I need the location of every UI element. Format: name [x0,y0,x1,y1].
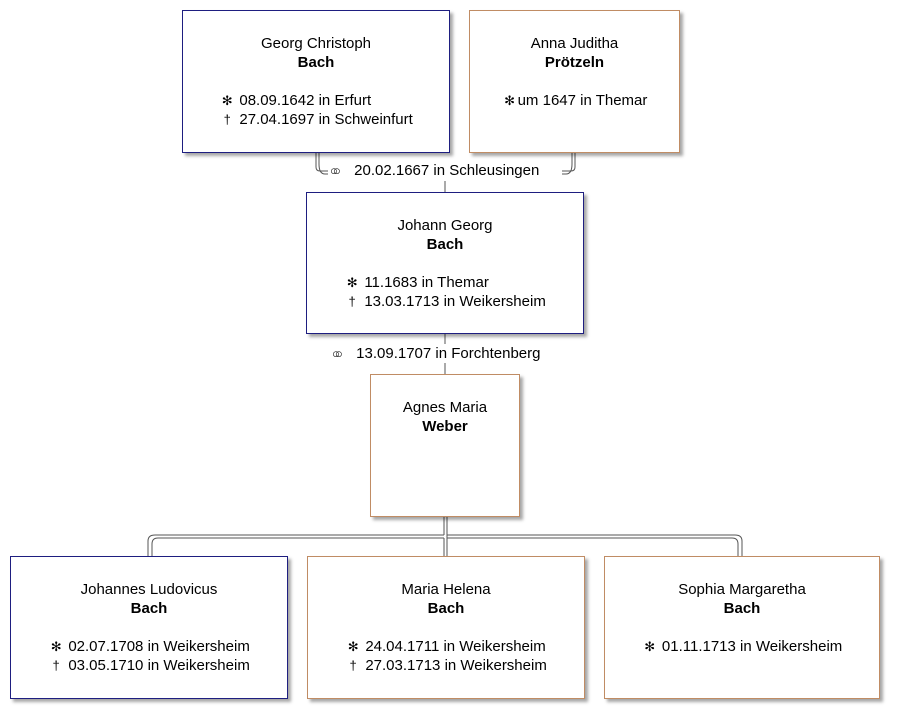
surname: Weber [422,418,468,435]
person-card-subject[interactable]: Johann Georg Bach ✻ 11.1683 in Themar † … [306,192,584,334]
person-card-child[interactable]: Johannes Ludovicus Bach ✻ 02.07.1708 in … [10,556,288,699]
surname: Bach [130,600,168,617]
birth-date: 01.11.1713 in Weikersheim [661,638,843,655]
birth-icon: ✻ [347,639,359,654]
birth-icon: ✻ [504,93,516,108]
given-name: Sophia Margaretha [678,581,806,598]
birth-date: 11.1683 in Themar [364,274,489,291]
death-date: 13.03.1713 in Weikersheim [364,293,546,310]
birth-date: um 1647 in Themar [517,92,648,109]
given-name: Johann Georg [397,217,493,234]
person-card-mother[interactable]: Anna Juditha Prötzeln ✻um 1647 in Themar [469,10,680,153]
parents-marriage: ○○ 20.02.1667 in Schleusingen [328,161,542,180]
death-date: 03.05.1710 in Weikersheim [68,657,250,674]
given-name: Johannes Ludovicus [80,581,218,598]
surname: Bach [427,600,465,617]
birth-date: 08.09.1642 in Erfurt [239,92,372,109]
marriage-date: 13.09.1707 in Forchtenberg [356,345,541,362]
given-name: Agnes Maria [402,399,488,416]
death-icon: † [349,658,357,673]
marriage-rings-icon: ○○ [332,346,343,361]
given-name: Anna Juditha [530,35,619,52]
death-icon: † [348,294,356,309]
birth-icon: ✻ [644,639,656,654]
person-card-father[interactable]: Georg Christoph Bach ✻ 08.09.1642 in Erf… [182,10,450,153]
given-name: Maria Helena [401,581,491,598]
surname: Bach [426,236,464,253]
person-card-child[interactable]: Sophia Margaretha Bach ✻ 01.11.1713 in W… [604,556,880,699]
birth-icon: ✻ [221,93,233,108]
surname: Bach [723,600,761,617]
marriage-rings-icon: ○○ [330,163,341,178]
surname: Prötzeln [544,54,605,71]
person-card-spouse[interactable]: Agnes Maria Weber [370,374,520,517]
birth-date: 02.07.1708 in Weikersheim [68,638,250,655]
death-date: 27.04.1697 in Schweinfurt [239,111,413,128]
death-date: 27.03.1713 in Weikersheim [365,657,547,674]
marriage-date: 20.02.1667 in Schleusingen [354,162,540,179]
surname: Bach [297,54,335,71]
death-icon: † [52,658,60,673]
given-name: Georg Christoph [260,35,372,52]
person-card-child[interactable]: Maria Helena Bach ✻ 24.04.1711 in Weiker… [307,556,585,699]
birth-icon: ✻ [50,639,62,654]
birth-icon: ✻ [346,275,358,290]
birth-date: 24.04.1711 in Weikersheim [365,638,546,655]
spouse-marriage: ○○ 13.09.1707 in Forchtenberg [330,344,543,363]
death-icon: † [223,112,231,127]
